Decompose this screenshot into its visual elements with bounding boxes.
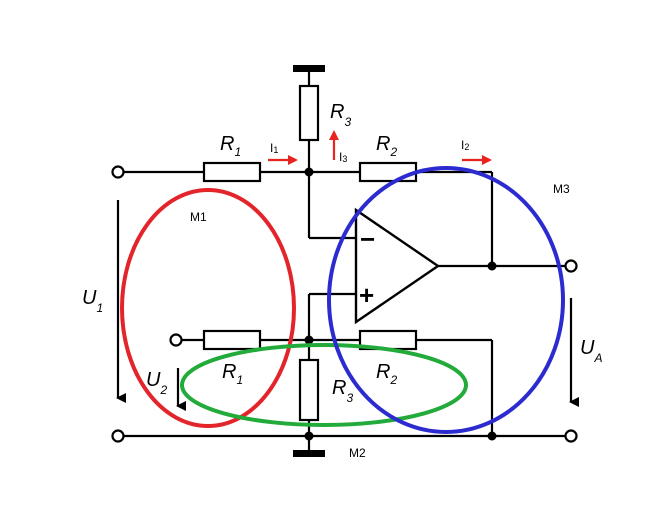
label-m1: M1 [190,210,207,224]
loop-m2 [180,343,468,427]
terminal-ua-bottom [564,429,578,443]
label-r2-top: R2 [376,133,397,159]
ground-bar-top [293,65,325,72]
label-ua: UA [580,337,602,365]
node-bottom-junction [304,335,314,345]
opamp-triangle [354,207,441,325]
label-r1-bottom: R1 [222,361,243,387]
opamp-minus-sign: − [360,224,375,254]
ground-bar-bottom [293,450,325,457]
terminal-u1-top [111,165,125,179]
node-ground-right [487,431,497,441]
label-r2-bottom: R2 [376,361,397,387]
node-top-junction [304,167,314,177]
node-output-junction [487,261,497,271]
loop-m1 [120,188,296,428]
node-ground-junction [304,431,314,441]
label-u2: U2 [146,369,167,397]
terminal-u1-bottom [111,429,125,443]
label-u1: U1 [82,287,103,315]
label-m3: M3 [553,182,570,196]
label-i1: I1 [270,141,278,155]
label-i3: I3 [339,150,347,164]
label-m2: M2 [349,446,366,460]
resistor-r2-top [358,161,418,183]
resistor-r3-bottom [298,358,320,422]
terminal-ua-top [564,259,578,273]
terminal-u2-top [169,333,183,347]
resistor-r1-bottom [202,329,262,351]
label-r3-bottom: R3 [332,377,353,405]
resistor-r1-top [202,161,262,183]
opamp-plus-sign: + [359,280,374,310]
loop-m3 [327,166,565,434]
label-i2: I2 [461,138,469,152]
label-r3-top: R3 [330,101,351,129]
resistor-r3-top [298,84,320,142]
label-r1-top: R1 [220,133,241,159]
